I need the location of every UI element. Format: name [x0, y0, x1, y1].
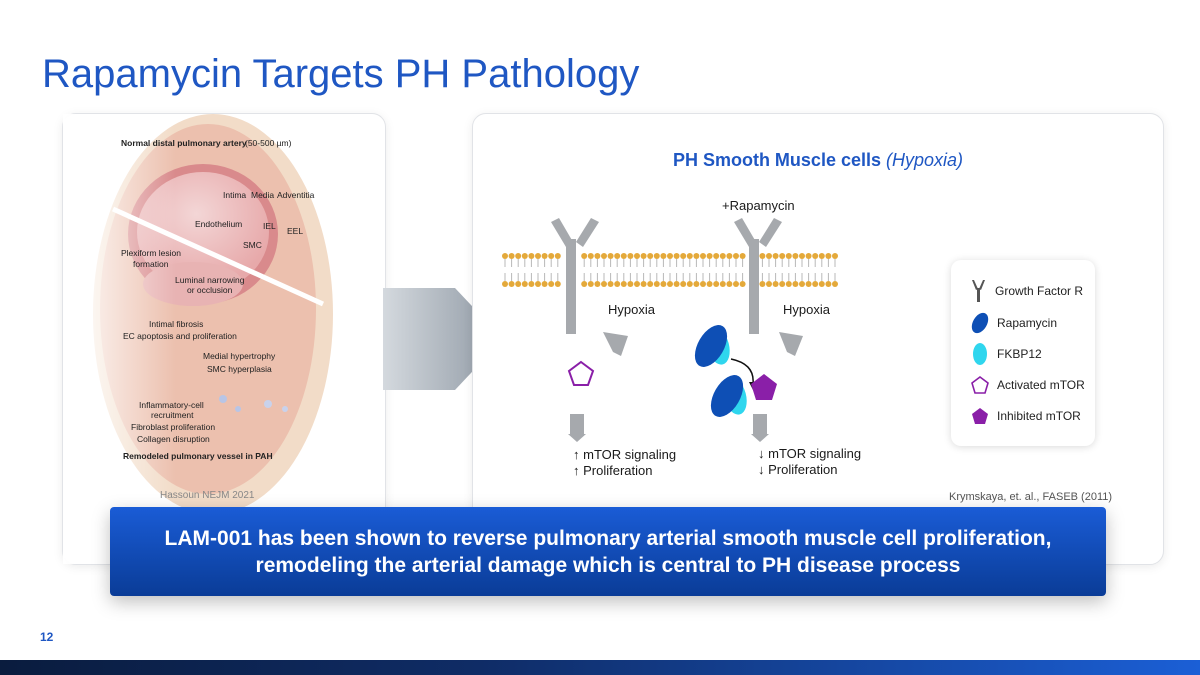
- artery-heading: Normal distal pulmonary artery: [121, 138, 247, 148]
- label-media: Media: [251, 190, 274, 200]
- cell-membrane: [502, 253, 838, 287]
- right-outcome-proliferation: ↓ Proliferation: [758, 462, 838, 477]
- legend-item-fkbp12: FKBP12: [971, 343, 1042, 365]
- growth-factor-receptor-right: [734, 218, 782, 334]
- hypoxia-arrow-right: [779, 332, 803, 356]
- label-ec-apoptosis: EC apoptosis and proliferation: [123, 331, 237, 341]
- legend-label-activated-mtor: Activated mTOR: [997, 378, 1085, 392]
- legend-item-inhibited-mtor: Inhibited mTOR: [971, 405, 1081, 427]
- growth-factor-receptor-left: [551, 218, 599, 334]
- inhibited-mtor-icon: [751, 374, 777, 400]
- legend-label-fkbp12: FKBP12: [997, 347, 1042, 361]
- label-luminal-1: Luminal narrowing: [175, 275, 245, 285]
- legend-item-receptor: Growth Factor R: [971, 280, 1083, 302]
- rapamycin-icon: [971, 312, 989, 334]
- label-smc-hyperplasia: SMC hyperplasia: [207, 364, 272, 374]
- label-endothelium: Endothelium: [195, 219, 242, 229]
- hypoxia-label-right: Hypoxia: [783, 302, 830, 317]
- right-citation: Krymskaya, et. al., FASEB (2011): [949, 491, 1113, 503]
- rapamycin-label: +Rapamycin: [722, 198, 795, 213]
- label-inflammatory-1: Inflammatory-cell: [139, 400, 204, 410]
- banner-text: LAM-001 has been shown to reverse pulmon…: [164, 526, 1052, 577]
- footer-bar: [0, 660, 1200, 675]
- page-number: 12: [40, 630, 54, 644]
- hypoxia-arrow-left: [603, 332, 628, 356]
- artery-figure-card: Normal distal pulmonary artery (50-500 µ…: [62, 113, 386, 565]
- receptor-icon: [972, 280, 985, 302]
- fkbp12-icon: [973, 343, 987, 365]
- slide-title: Rapamycin Targets PH Pathology: [42, 52, 640, 96]
- label-intimal-fibrosis: Intimal fibrosis: [149, 319, 203, 329]
- mechanism-diagram-card: PH Smooth Muscle cells (Hypoxia): [472, 113, 1164, 565]
- label-fibroblast: Fibroblast proliferation: [131, 422, 215, 432]
- binding-arrow: [730, 358, 754, 385]
- right-outcome-mtor: ↓ mTOR signaling: [758, 446, 862, 461]
- legend: Growth Factor R Rapamycin FKBP12 Activat…: [951, 260, 1095, 446]
- label-medial-hypertrophy: Medial hypertrophy: [203, 351, 276, 361]
- rapamycin-icon: [694, 325, 728, 367]
- hypoxia-label-left: Hypoxia: [608, 302, 655, 317]
- label-eel: EEL: [287, 226, 303, 236]
- label-smc: SMC: [243, 240, 262, 250]
- key-message-banner: LAM-001 has been shown to reverse pulmon…: [110, 507, 1106, 596]
- mechanism-diagram: [502, 218, 838, 442]
- activated-mtor-icon: [567, 360, 595, 386]
- label-plexiform-2: formation: [133, 259, 169, 269]
- signal-arrow-left: [568, 414, 586, 442]
- rapamycin-icon: [710, 375, 744, 417]
- label-intima: Intima: [223, 190, 246, 200]
- label-iel: IEL: [263, 221, 276, 231]
- diagram-title-italic: (Hypoxia): [886, 150, 964, 170]
- label-plexiform-1: Plexiform lesion: [121, 248, 181, 258]
- left-citation: Hassoun NEJM 2021: [160, 490, 255, 501]
- activated-mtor-icon: [971, 376, 989, 394]
- legend-label-rapamycin: Rapamycin: [997, 316, 1058, 330]
- inhibited-mtor-icon: [972, 408, 988, 424]
- label-remodeled-vessel: Remodeled pulmonary vessel in PAH: [123, 451, 273, 461]
- signal-arrow-right: [751, 414, 769, 442]
- legend-item-rapamycin: Rapamycin: [971, 312, 1057, 334]
- legend-label-receptor: Growth Factor R: [995, 284, 1084, 298]
- artery-heading-size: (50-500 µm): [245, 138, 292, 148]
- artery-illustration: Normal distal pulmonary artery (50-500 µ…: [63, 114, 385, 564]
- diagram-title-bold: PH Smooth Muscle cells: [672, 150, 881, 170]
- left-outcome-proliferation: ↑ Proliferation: [573, 463, 653, 478]
- label-collagen: Collagen disruption: [137, 434, 210, 444]
- label-luminal-2: or occlusion: [187, 285, 233, 295]
- legend-item-activated-mtor: Activated mTOR: [971, 374, 1085, 396]
- label-inflammatory-2: recruitment: [151, 410, 194, 420]
- label-adventitia: Adventitia: [277, 190, 315, 200]
- legend-label-inhibited-mtor: Inhibited mTOR: [997, 409, 1081, 423]
- left-outcome-mtor: ↑ mTOR signaling: [573, 447, 677, 462]
- diagram-title: PH Smooth Muscle cells (Hypoxia): [473, 150, 1163, 171]
